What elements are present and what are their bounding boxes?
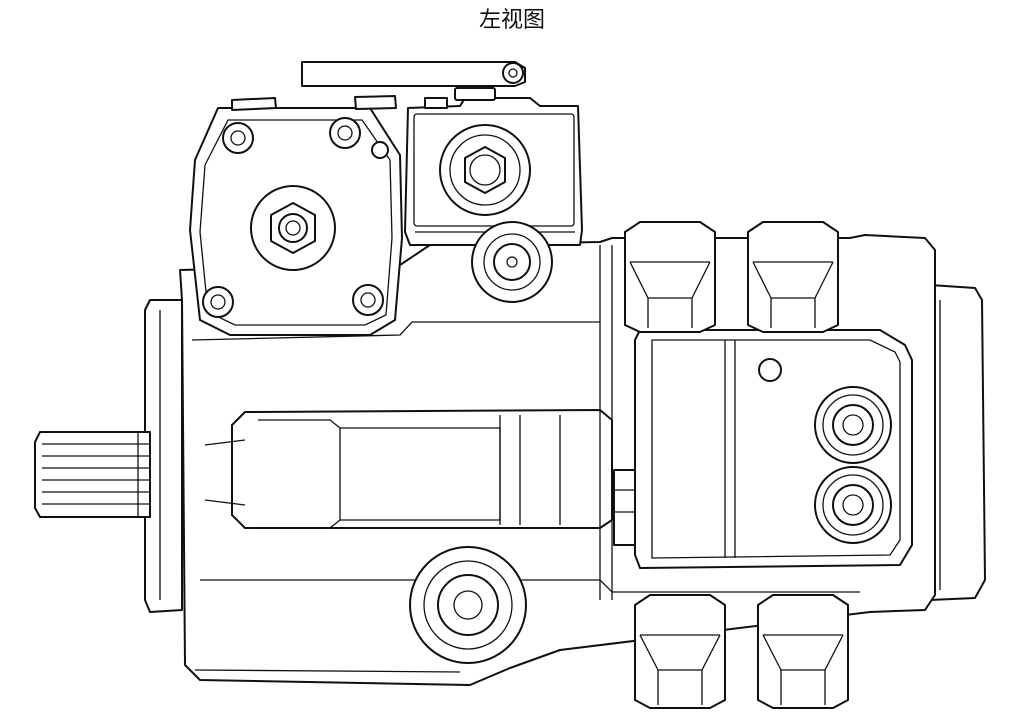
relief-port-lower bbox=[814, 466, 892, 544]
gauge-port bbox=[471, 221, 553, 303]
relief-valve-block bbox=[634, 329, 913, 569]
upper-hex-cap-right bbox=[747, 221, 839, 333]
cylinder-barrel bbox=[204, 409, 613, 529]
rear-end-cover bbox=[929, 284, 986, 601]
upper-hex-cap-left bbox=[624, 221, 716, 333]
front-flange bbox=[144, 299, 183, 613]
cover-bolt bbox=[222, 122, 254, 154]
adjustment-plug bbox=[439, 124, 531, 216]
lower-hex-cap-left bbox=[634, 594, 726, 709]
relief-port-upper bbox=[814, 386, 892, 464]
view-title: 左视图 bbox=[478, 8, 545, 33]
drain-port bbox=[409, 546, 527, 664]
lower-hex-cap-right bbox=[757, 594, 849, 709]
center-adjust-screw bbox=[250, 185, 336, 271]
adjuster-lever bbox=[301, 61, 526, 87]
control-cover-plate bbox=[189, 95, 403, 336]
cover-bolt bbox=[352, 284, 384, 316]
cover-bolt bbox=[202, 286, 234, 318]
compensator-valve-block bbox=[404, 87, 583, 246]
splined-shaft bbox=[34, 431, 151, 518]
cover-bolt bbox=[329, 117, 361, 149]
